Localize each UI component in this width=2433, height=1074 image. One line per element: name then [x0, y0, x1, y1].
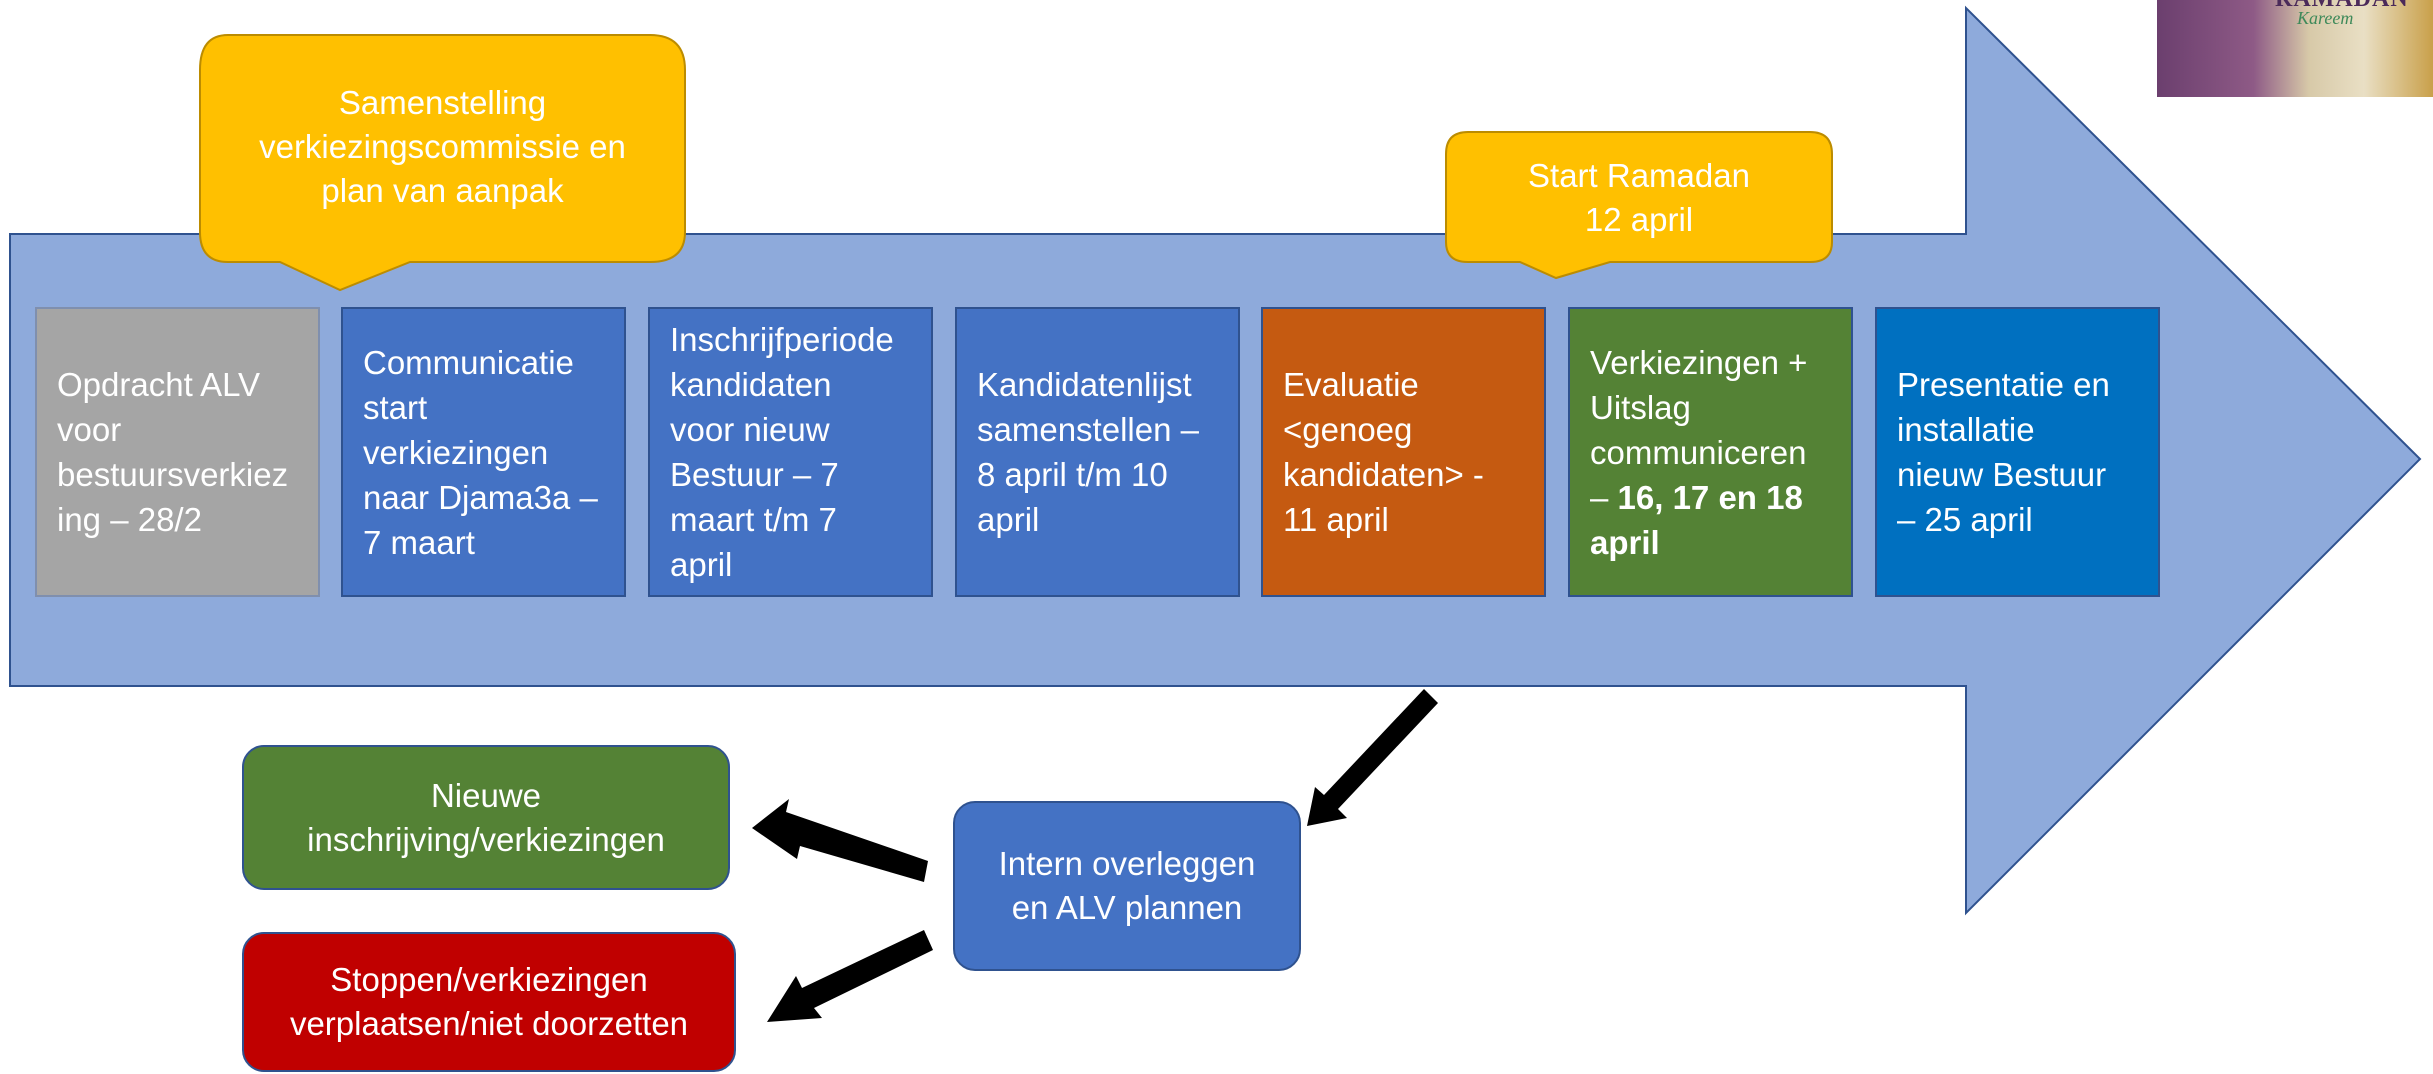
step-line: Presentatie en [1897, 366, 2110, 403]
callout-commissie-shape [199, 34, 686, 292]
thumbnail-subtitle: Kareem [2297, 8, 2354, 28]
step-line-bold: april [1590, 523, 1660, 561]
step-line: april [977, 501, 1040, 538]
step-line: samenstellen – [977, 411, 1199, 448]
branch-line: en ALV plannen [1011, 889, 1243, 926]
step-line: Bestuur – 7 [670, 456, 839, 493]
branch-nieuwe-inschrijving: Nieuwe inschrijving/verkiezingen [242, 745, 730, 890]
step-line: Inschrijfperiode [670, 321, 894, 358]
step-line: Communicatie [363, 343, 574, 381]
thumbnail-title: RAMADAN [2275, 0, 2409, 13]
step-line-bold: 16, 17 en 18 [1617, 478, 1803, 516]
step-kandidatenlijst: Kandidatenlijst samenstellen – 8 april t… [955, 307, 1240, 597]
branch-line: Intern overleggen [998, 845, 1256, 882]
step-line: naar Djama3a – [363, 478, 598, 516]
step-line: bestuursverkiez [57, 456, 289, 493]
step-line: nieuw Bestuur [1897, 456, 2107, 493]
step-line: voor [57, 411, 122, 448]
step-line: ing – 28/2 [57, 501, 202, 538]
step-line: Verkiezingen + [1590, 343, 1808, 381]
callout-ramadan: Start Ramadan 12 april [1446, 150, 1832, 246]
branch-stoppen: Stoppen/verkiezingen verplaatsen/niet do… [242, 932, 736, 1072]
step-line: 8 april t/m 10 [977, 456, 1168, 493]
callout-line: 12 april [1584, 201, 1694, 238]
branch-line: Stoppen/verkiezingen [330, 961, 648, 998]
callout-line: plan van aanpak [321, 172, 564, 209]
step-line: 11 april [1283, 501, 1389, 538]
step-line: 7 maart [363, 523, 475, 561]
callout-line: verkiezingscommissie en [259, 128, 626, 165]
step-line: Uitslag [1590, 388, 1691, 426]
callout-ramadan-shape [1445, 131, 1833, 280]
branch-intern-overleggen: Intern overleggen en ALV plannen [953, 801, 1301, 971]
step-communicatie: Communicatie start verkiezingen naar Dja… [341, 307, 626, 597]
branch-line: verplaatsen/niet doorzetten [289, 1005, 689, 1042]
step-line: communiceren [1590, 433, 1807, 471]
arrow-to-overleg [1307, 689, 1438, 826]
branch-line: inschrijving/verkiezingen [307, 820, 665, 858]
step-line: kandidaten [670, 366, 832, 403]
step-line: voor nieuw [670, 411, 830, 448]
ramadan-kareem-thumbnail: RAMADAN Kareem [2157, 0, 2433, 97]
step-line: verkiezingen [363, 433, 549, 471]
step-line: Evaluatie [1283, 366, 1419, 403]
step-line: Opdracht ALV [57, 366, 261, 403]
arrow-to-nieuw [752, 799, 928, 882]
step-line: april [670, 546, 733, 583]
step-inschrijfperiode: Inschrijfperiode kandidaten voor nieuw B… [648, 307, 933, 597]
step-line: start [363, 388, 428, 426]
callout-line: Start Ramadan [1528, 157, 1750, 194]
step-presentatie: Presentatie en installatie nieuw Bestuur… [1875, 307, 2160, 597]
step-evaluatie: Evaluatie <genoeg kandidaten> - 11 april [1261, 307, 1546, 597]
step-line: maart t/m 7 [670, 501, 837, 538]
callout-commissie: Samenstelling verkiezingscommissie en pl… [200, 76, 685, 218]
step-line: – 25 april [1897, 501, 2033, 538]
step-line: kandidaten> - [1283, 456, 1484, 493]
step-line: <genoeg [1283, 411, 1413, 448]
arrow-to-stoppen [767, 930, 933, 1022]
step-line: Kandidatenlijst [977, 366, 1192, 403]
step-opdracht-alv: Opdracht ALV voor bestuursverkiez ing – … [35, 307, 320, 597]
branch-line: Nieuwe [430, 776, 542, 814]
step-line-prefix: – [1590, 478, 1618, 516]
step-line: installatie [1897, 411, 2035, 448]
step-verkiezingen: Verkiezingen + Uitslag communiceren – 16… [1568, 307, 1853, 597]
callout-line: Samenstelling [338, 84, 547, 121]
step-line: – 16, 17 en 18 [1590, 475, 1807, 520]
